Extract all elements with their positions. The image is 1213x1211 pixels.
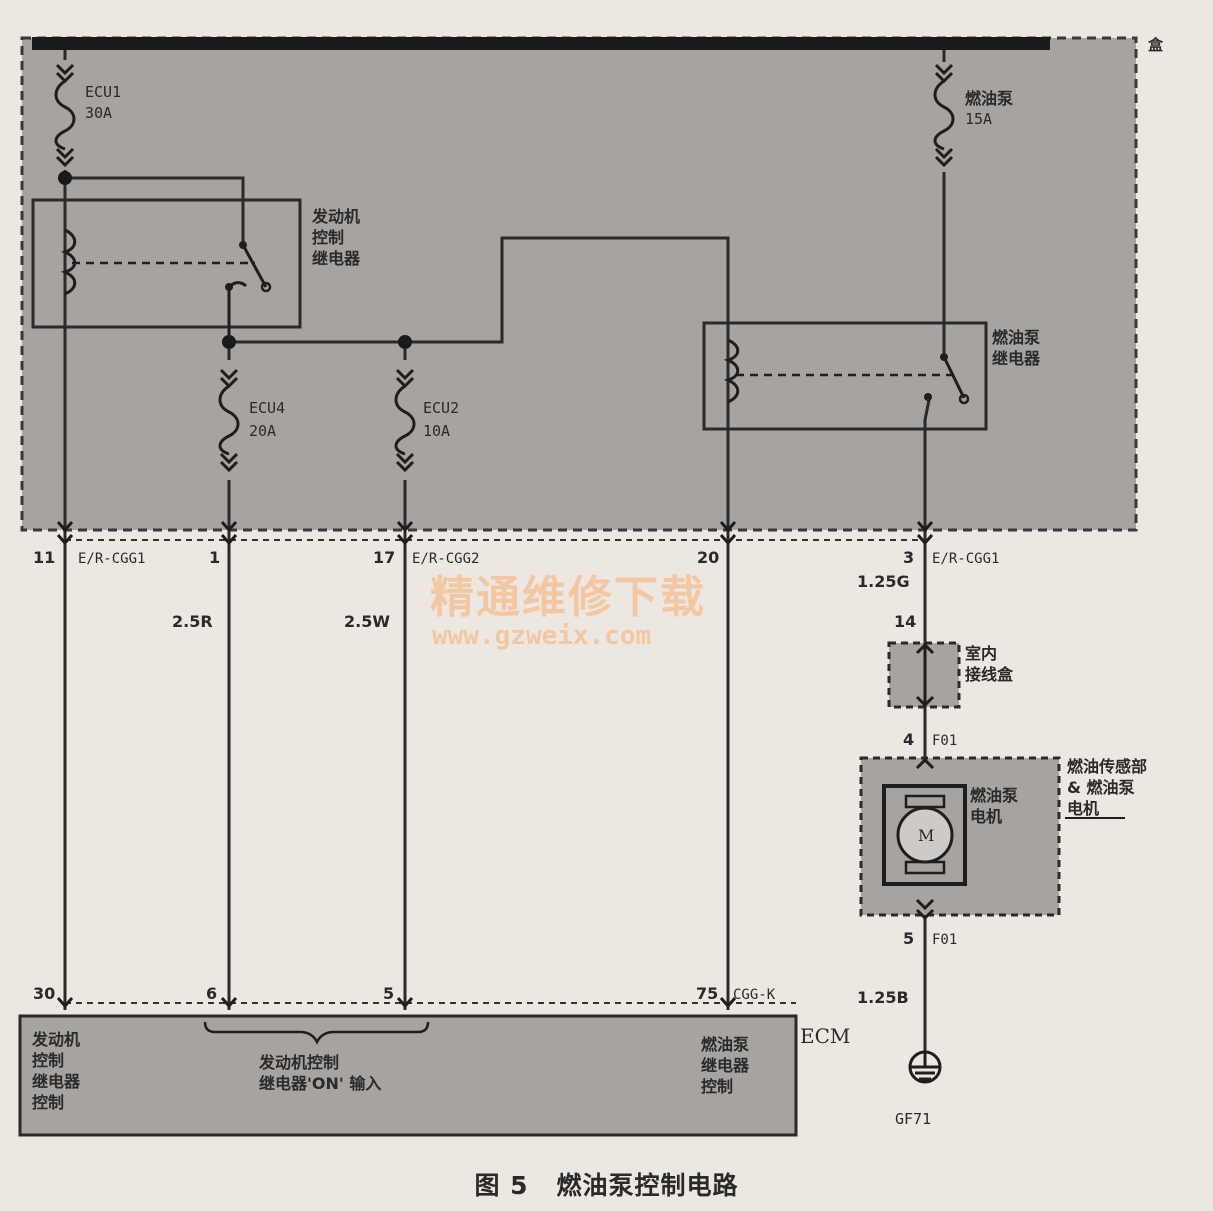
ecm-input-brace xyxy=(203,1021,430,1045)
junction-dot xyxy=(398,335,412,349)
pin-number: 17 xyxy=(373,548,395,567)
pin-number: 11 xyxy=(33,548,55,567)
connector-name: CGG-K xyxy=(733,987,776,1003)
pin-number: 3 xyxy=(903,548,914,567)
connector-name: E/R-CGG1 xyxy=(78,551,145,567)
fuse-ecu4-name: ECU4 xyxy=(249,399,285,417)
fuel-pump-motor xyxy=(896,806,954,864)
pin-number: 5 xyxy=(383,984,394,1003)
pin-number: 1 xyxy=(209,548,220,567)
watermark-title: 精通维修下载 xyxy=(430,572,706,623)
wire-label: 2.5R xyxy=(172,612,213,631)
wire-label: 2.5W xyxy=(344,612,390,631)
motor-label: 燃油泵 xyxy=(970,786,1018,805)
engine-relay-label: 继电器 xyxy=(312,249,361,268)
connector-name: F01 xyxy=(932,733,957,749)
ground-label: GF71 xyxy=(895,1110,931,1128)
ecm-left-label: 继电器 xyxy=(32,1072,81,1091)
ground-icon xyxy=(908,1050,942,1084)
assembly-label: 燃油传感部 xyxy=(1067,757,1147,776)
engine-control-relay xyxy=(31,198,302,329)
ecm-left-label: 发动机 xyxy=(31,1030,80,1049)
pin-number: 4 xyxy=(903,730,914,749)
pin-number: 75 xyxy=(696,984,718,1003)
ecm-mid-label: 发动机控制 xyxy=(258,1053,339,1072)
relay-coil xyxy=(723,338,740,404)
wire-label: 1.25B xyxy=(857,988,909,1007)
junction-box-label: 室内 xyxy=(965,644,997,663)
fuse-ecu1-rating: 30A xyxy=(85,104,112,122)
power-bus-bar xyxy=(32,37,1050,50)
ecm-module xyxy=(18,1014,798,1137)
relay-contact xyxy=(260,281,272,293)
fuse-ecu1 xyxy=(52,60,78,170)
relay-contact xyxy=(958,393,970,405)
ecm-label: ECM xyxy=(800,1024,850,1048)
fuse-ecu4 xyxy=(216,360,242,480)
motor-housing xyxy=(882,784,967,886)
relay-contact xyxy=(924,393,932,401)
wire-label: 1.25G xyxy=(857,572,910,591)
fuse-ecu2-name: ECU2 xyxy=(423,399,459,417)
connector-name: E/R-CGG2 xyxy=(412,551,479,567)
assembly-label: & 燃油泵 xyxy=(1067,778,1135,797)
figure-caption: 图 5 燃油泵控制电路 xyxy=(0,1166,1213,1202)
motor-label: 电机 xyxy=(970,807,1002,826)
fuse-ecu2 xyxy=(392,360,418,480)
pin-number: 14 xyxy=(894,612,916,631)
fuel-pump-relay xyxy=(702,321,988,431)
fuse-fuel-pump-rating: 15A xyxy=(965,110,992,128)
engine-relay-label: 发动机 xyxy=(311,207,360,226)
fuse-ecu4-rating: 20A xyxy=(249,422,276,440)
ecm-right-label: 继电器 xyxy=(701,1056,750,1075)
figure-title: 燃油泵控制电路 xyxy=(556,1171,739,1200)
engine-relay-label: 控制 xyxy=(312,228,344,247)
box-label: 盒 xyxy=(1147,36,1164,54)
pin-number: 5 xyxy=(903,929,914,948)
connector-name: F01 xyxy=(932,932,957,948)
ecm-mid-label: 继电器'ON' 输入 xyxy=(259,1074,381,1093)
relay-switch xyxy=(241,244,268,288)
pin-number: 20 xyxy=(697,548,719,567)
ecm-right-label: 控制 xyxy=(701,1077,733,1096)
relay-switch xyxy=(942,356,966,399)
motor-symbol: M xyxy=(918,826,934,845)
ecm-right-label: 燃油泵 xyxy=(701,1035,749,1054)
relay-contact xyxy=(225,283,233,291)
fuse-ecu2-rating: 10A xyxy=(423,422,450,440)
fuel-pump-assembly xyxy=(859,756,1061,917)
connector-name: E/R-CGG1 xyxy=(932,551,999,567)
relay-contact-wire xyxy=(227,281,248,342)
ecm-left-label: 控制 xyxy=(32,1093,64,1112)
fuse-ecu1-name: ECU1 xyxy=(85,83,121,101)
ecm-left-label: 控制 xyxy=(32,1051,64,1070)
junction-box-label: 接线盒 xyxy=(965,665,1014,684)
figure-number: 图 5 xyxy=(474,1171,529,1200)
fuse-fuel-pump xyxy=(931,62,957,172)
fuse-fuel-pump-name: 燃油泵 xyxy=(965,89,1013,108)
pump-relay-label: 燃油泵 xyxy=(992,328,1040,347)
pump-relay-label: 继电器 xyxy=(992,349,1041,368)
assembly-label: 电机 xyxy=(1067,799,1099,818)
pin-number: 6 xyxy=(206,984,217,1003)
watermark-url: www.gzweix.com xyxy=(432,621,651,651)
pin-number: 30 xyxy=(33,984,55,1003)
junction-dot xyxy=(58,171,72,185)
